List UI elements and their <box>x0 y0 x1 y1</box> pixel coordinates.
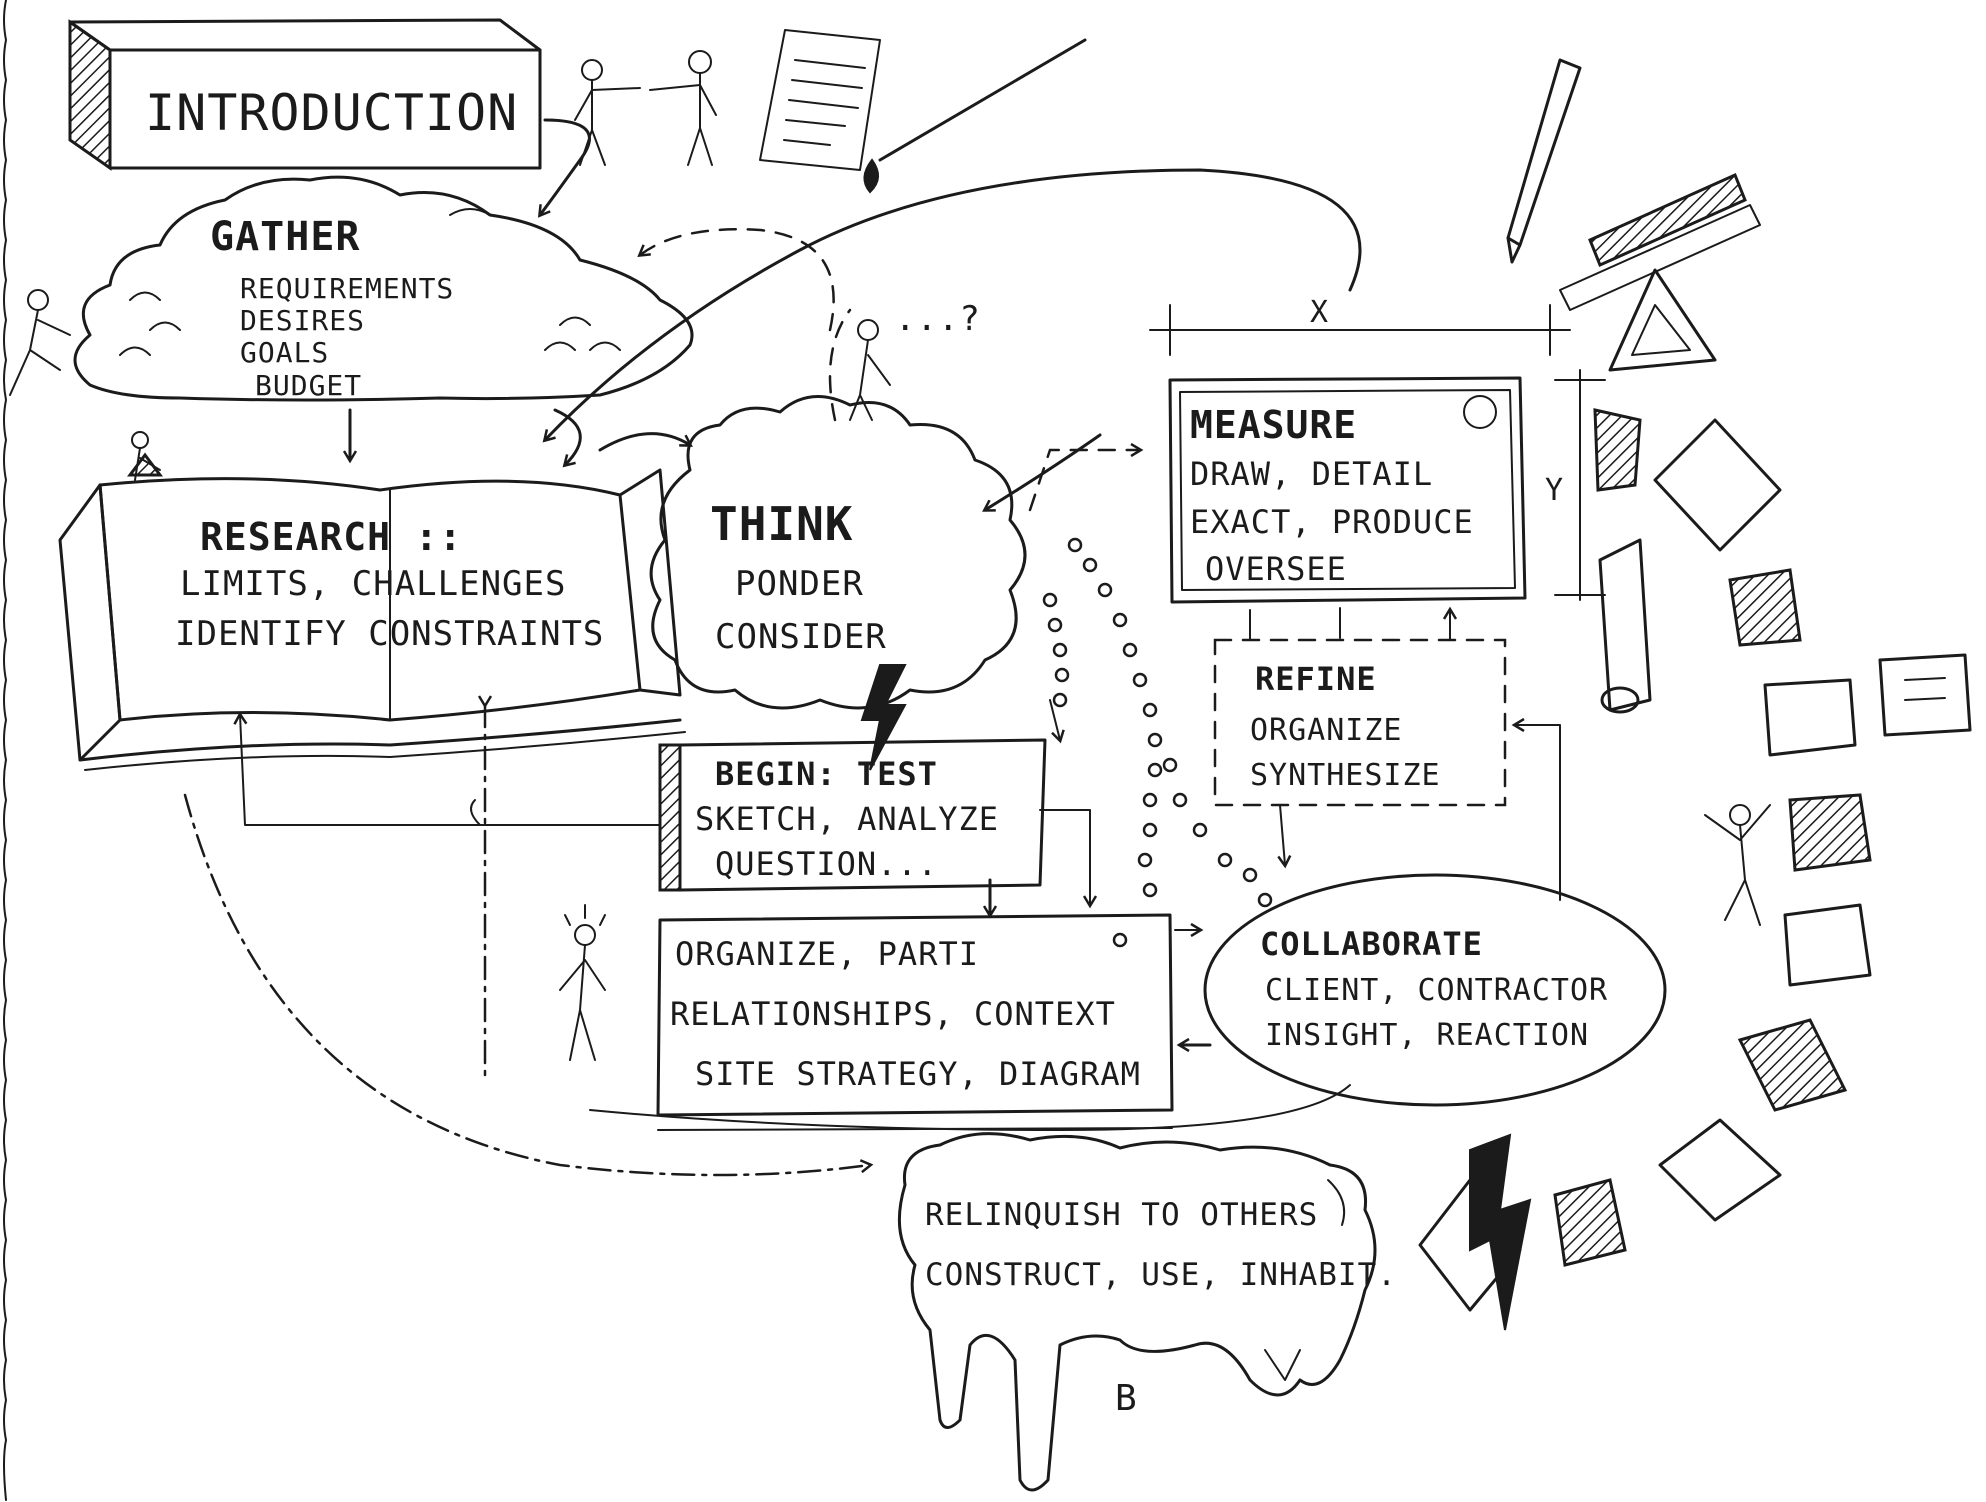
gather-item: GOALS <box>240 336 329 369</box>
collaborate-ellipse: COLLABORATE CLIENT, CONTRACTOR INSIGHT, … <box>1203 873 1667 1107</box>
think-title: THINK <box>710 497 853 551</box>
refine-line: SYNTHESIZE <box>1250 758 1441 793</box>
research-title: RESEARCH :: <box>200 515 463 559</box>
gather-item: BUDGET <box>255 369 362 402</box>
measure-line: OVERSEE <box>1205 550 1347 588</box>
begin-title: BEGIN: TEST <box>715 755 938 793</box>
pencil-icon <box>1506 58 1582 264</box>
measure-refine-arrows <box>1249 608 1450 641</box>
seated-figure-icon <box>9 289 71 396</box>
refine-to-collab-arrow <box>1280 804 1285 865</box>
think-to-gather-dashed-arrow <box>640 228 835 332</box>
organize-line: RELATIONSHIPS, CONTEXT <box>670 995 1116 1033</box>
standing-figure-icon <box>559 904 606 1061</box>
relinquish-line: CONSTRUCT, USE, INHABIT. <box>925 1257 1397 1293</box>
contract-document-icon <box>759 29 1087 194</box>
measure-line: EXACT, PRODUCE <box>1190 503 1474 541</box>
gather-title: GATHER <box>210 214 361 260</box>
signature-mark: B <box>1115 1378 1138 1419</box>
think-item: PONDER <box>735 564 864 604</box>
collab-to-relinquish-curve <box>589 1084 1351 1131</box>
collaborate-title: COLLABORATE <box>1260 925 1483 963</box>
gather-item: REQUIREMENTS <box>240 272 454 305</box>
dimension-y-label: Y <box>1545 473 1564 508</box>
scale-ruler-icon <box>1559 172 1761 311</box>
collab-to-refine-arrow <box>1515 725 1561 901</box>
research-line: IDENTIFY CONSTRAINTS <box>175 614 604 654</box>
collaborate-line: INSIGHT, REACTION <box>1265 1018 1589 1053</box>
organize-line: SITE STRATEGY, DIAGRAM <box>695 1055 1141 1093</box>
sketch-shapes-arc <box>1418 408 1972 1331</box>
gesturing-figure-icon <box>1704 804 1771 926</box>
gather-cloud: GATHER REQUIREMENTS DESIRES GOALS BUDGET <box>73 175 694 402</box>
research-book: RESEARCH :: LIMITS, CHALLENGES IDENTIFY … <box>58 452 686 771</box>
trail-arrow <box>1049 699 1060 740</box>
connector-branch <box>470 799 481 826</box>
relinquish-line: RELINQUISH TO OTHERS <box>925 1197 1318 1233</box>
figure-on-book-icon <box>131 431 161 481</box>
measure-to-think-arrow <box>985 433 1102 510</box>
introduction-label: INTRODUCTION <box>145 84 518 142</box>
measure-dimension-y <box>1554 369 1606 601</box>
measure-title: MEASURE <box>1190 403 1357 447</box>
sketchbook-binding <box>3 0 7 1501</box>
relinquish-cloud: RELINQUISH TO OTHERS CONSTRUCT, USE, INH… <box>897 1132 1397 1492</box>
drafting-triangle-icon <box>1608 268 1717 372</box>
measure-line: DRAW, DETAIL <box>1190 455 1433 493</box>
think-cloud: THINK PONDER CONSIDER <box>649 395 1027 710</box>
gather-item: DESIRES <box>240 304 365 337</box>
question-mark: ...? <box>895 299 981 339</box>
lightning-bolt-icon <box>860 664 907 771</box>
introduction-box: INTRODUCTION <box>68 18 542 171</box>
measure-dimension-x <box>1149 304 1571 356</box>
gather-to-think-arrow <box>553 408 582 465</box>
dimension-x-label: X <box>1310 295 1329 330</box>
measure-to-research-arc <box>545 168 1362 440</box>
think-item: CONSIDER <box>715 617 887 657</box>
pondering-figure-icon <box>828 308 891 422</box>
begin-line: SKETCH, ANALYZE <box>695 800 999 838</box>
begin-side-connector <box>1039 809 1090 905</box>
large-lightning-bolt-icon <box>1469 1133 1532 1331</box>
collaborate-line: CLIENT, CONTRACTOR <box>1265 973 1608 1008</box>
organize-line: ORGANIZE, PARTI <box>675 935 979 973</box>
handshake-figures-icon <box>574 50 717 166</box>
begin-to-research-connector <box>240 715 661 826</box>
idea-bubbles-trail <box>1042 537 1273 948</box>
think-to-measure-dashed-arrow <box>1028 450 1140 512</box>
refine-line: ORGANIZE <box>1250 713 1403 748</box>
begin-line: QUESTION... <box>715 845 938 883</box>
measure-box: X Y MEASURE DRAW, DETAIL EXACT, PRODUCE … <box>1149 295 1606 604</box>
refine-title: REFINE <box>1255 660 1377 698</box>
research-line: LIMITS, CHALLENGES <box>180 564 566 604</box>
begin-test-box: BEGIN: TEST SKETCH, ANALYZE QUESTION... <box>658 738 1047 892</box>
intro-to-gather-arrow <box>540 118 591 215</box>
think-entry-arrow <box>598 432 690 452</box>
organize-box: ORGANIZE, PARTI RELATIONSHIPS, CONTEXT S… <box>656 913 1174 1131</box>
refine-box: REFINE ORGANIZE SYNTHESIZE <box>1213 638 1507 807</box>
